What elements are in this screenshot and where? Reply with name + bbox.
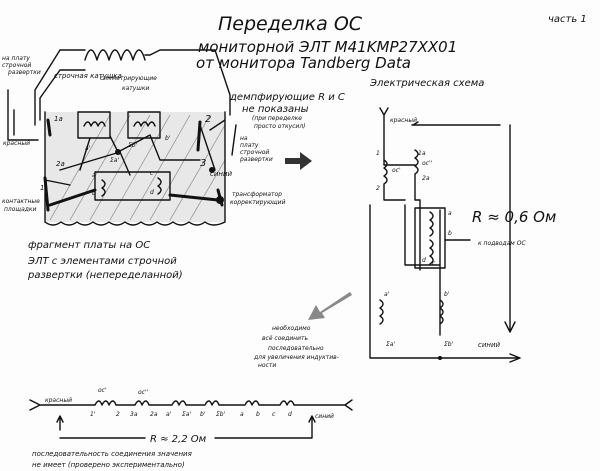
caption-2: ЭЛТ с элементами строчной — [27, 256, 177, 267]
series-resistance: R ≈ 2,2 Ом — [150, 434, 207, 445]
node-label: a' — [166, 411, 172, 418]
series-red-label: красный — [45, 397, 72, 404]
node-label: c — [150, 170, 154, 177]
node-label: b — [92, 190, 96, 197]
schematic-blue-label: синий — [478, 341, 501, 349]
node-label: d — [422, 257, 426, 264]
node-label: b — [256, 411, 260, 418]
subtitle-line2: от монитора Tandberg Data — [196, 54, 411, 72]
caption-1: фрагмент платы на ОС — [28, 240, 150, 251]
board-red-label: красный — [3, 140, 30, 147]
node-label: 2a — [422, 175, 430, 182]
schematic-resistance: R ≈ 0,6 Ом — [472, 208, 556, 226]
to-board-left-1: на плату — [2, 55, 30, 62]
node-label: всё соединить — [262, 335, 308, 342]
node-label: a — [92, 172, 96, 179]
transformer-1: трансформатор — [232, 191, 282, 198]
node-label: 1a — [54, 115, 63, 123]
node-label: c — [432, 260, 436, 267]
node-label: ности — [258, 362, 276, 369]
board-pin-labels: 1a 1 2 2a 3 a' b' Σa' Σb' a b c d — [40, 114, 211, 197]
to-board-right-4: развертки — [239, 156, 273, 163]
footer-1: последовательность соединения значения — [32, 450, 192, 458]
right-arrow-icon — [285, 152, 312, 170]
series-node-labels: 1' 2 3a 2a a' Σa' b' Σb' a b c d — [90, 411, 292, 418]
node-label: Σb' — [216, 411, 226, 418]
coil-oc2: oc'' — [138, 389, 149, 396]
node-label: Σb' — [128, 142, 138, 149]
node-label: b — [448, 230, 452, 237]
node-label: oc'' — [422, 160, 433, 167]
node-label: a — [240, 411, 244, 418]
schematic-title: Электрическая схема — [369, 78, 484, 89]
node-label: Σa' — [386, 341, 395, 348]
series-blue-label: синий — [315, 413, 334, 420]
transformer-2: корректирующий — [230, 199, 286, 206]
schematic-node-labels: 1 1a 2 2a oc' oc'' a b c d a' b' Σa' Σb' — [376, 150, 454, 348]
node-label: d — [150, 189, 154, 196]
node-label: 2a — [56, 160, 65, 168]
to-leads-label: к подводам ОС — [478, 240, 526, 247]
node-label: Σb' — [444, 341, 454, 348]
schematic-red-label: красный — [390, 117, 417, 124]
board-arrows — [209, 119, 237, 156]
node-label: b' — [444, 291, 450, 298]
to-board-left-2: строчной — [2, 62, 31, 69]
node-label: необходимо — [272, 325, 311, 332]
node-label: для увеличения индуктив- — [253, 354, 339, 361]
to-board-left-3: развертки — [7, 69, 41, 76]
node-label: d — [288, 411, 292, 418]
caption-3: развертки (непеределанной) — [27, 270, 183, 281]
node-label: oc' — [392, 167, 401, 174]
to-board-right-3: строчной — [240, 149, 269, 156]
damping-4: просто откусил) — [254, 123, 306, 130]
node-label: 3a — [130, 411, 138, 418]
to-board-right-2: плату — [240, 142, 259, 149]
down-left-arrow-icon — [308, 292, 352, 320]
node-label: Σa' — [110, 157, 119, 164]
node-label: 3 — [200, 158, 206, 169]
footer-2: не имеет (проверено экспериментально) — [32, 461, 185, 469]
node-label: b' — [200, 411, 206, 418]
subtitle-line1: мониторной ЭЛТ M41KMP27XX01 — [198, 38, 457, 56]
series-chain — [29, 399, 353, 439]
node-label: 1a — [418, 150, 426, 157]
damping-1: демпфирующие R и C — [229, 92, 345, 103]
sym-coils-2: катушки — [122, 85, 149, 92]
damping-3: (при переделке — [252, 115, 302, 122]
pads-1: контактные — [2, 198, 40, 205]
electrical-schematic — [369, 107, 521, 363]
to-board-right-1: на — [240, 135, 248, 142]
note: необходимо всё соединить последовательно… — [253, 325, 339, 369]
node-label: Σa' — [182, 411, 191, 418]
node-label: a' — [85, 145, 91, 152]
node-label: c — [272, 411, 276, 418]
coil-oc1: oc' — [98, 387, 107, 394]
title: Переделка ОС — [218, 13, 363, 35]
node-label: последовательно — [268, 345, 324, 352]
node-label: 2 — [376, 185, 380, 192]
node-label: 1 — [376, 150, 380, 157]
damping-2: не показаны — [242, 104, 309, 115]
node-label: 1 — [40, 184, 44, 192]
line-coil-label: строчная катушка — [54, 72, 122, 80]
sym-coils-1: симметрирующие — [100, 75, 157, 82]
node-label: a — [448, 210, 452, 217]
node-label: 2a — [150, 411, 158, 418]
board-blue-label: синий — [210, 170, 233, 178]
node-label: a' — [384, 291, 390, 298]
board-fragment — [7, 49, 231, 226]
pads-2: площадки — [4, 206, 37, 213]
part-label: часть 1 — [548, 14, 587, 25]
node-label: b' — [165, 135, 171, 142]
node-label: 2 — [116, 411, 120, 418]
node-label: 2 — [205, 114, 211, 125]
node-label: 1' — [90, 411, 96, 418]
